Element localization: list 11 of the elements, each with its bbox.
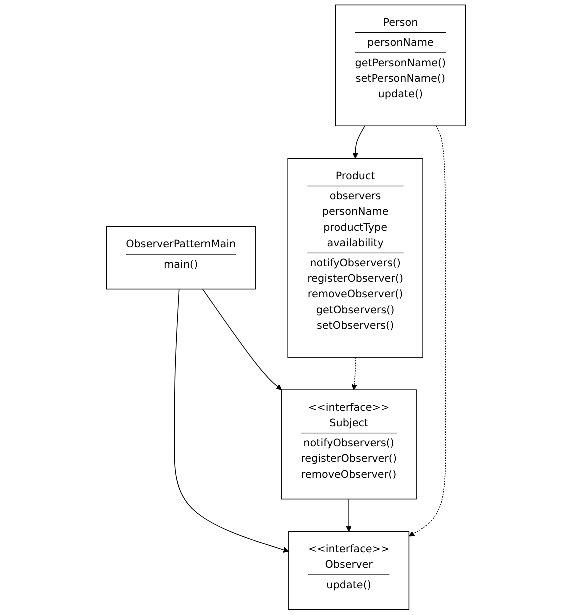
arrow bbox=[174, 288, 290, 553]
arrow bbox=[409, 126, 447, 537]
node-box: <<interface>> Observer update() bbox=[288, 531, 410, 610]
arrow bbox=[202, 288, 282, 390]
arrow bbox=[352, 357, 358, 390]
arrow bbox=[353, 126, 366, 159]
node-box: <<interface>> Subject notifyObservers() registerObserver() removeObserver() bbox=[282, 390, 418, 500]
node-box: Person personName getPersonName() setPersonName() update() bbox=[336, 4, 466, 126]
node-box: ObserverPatternMain main() bbox=[106, 226, 256, 290]
arrow bbox=[346, 498, 352, 532]
node-box: Product observers personName productType availability notifyObservers() registerObserver() removeObserver() getObservers() setObservers() bbox=[288, 158, 424, 358]
